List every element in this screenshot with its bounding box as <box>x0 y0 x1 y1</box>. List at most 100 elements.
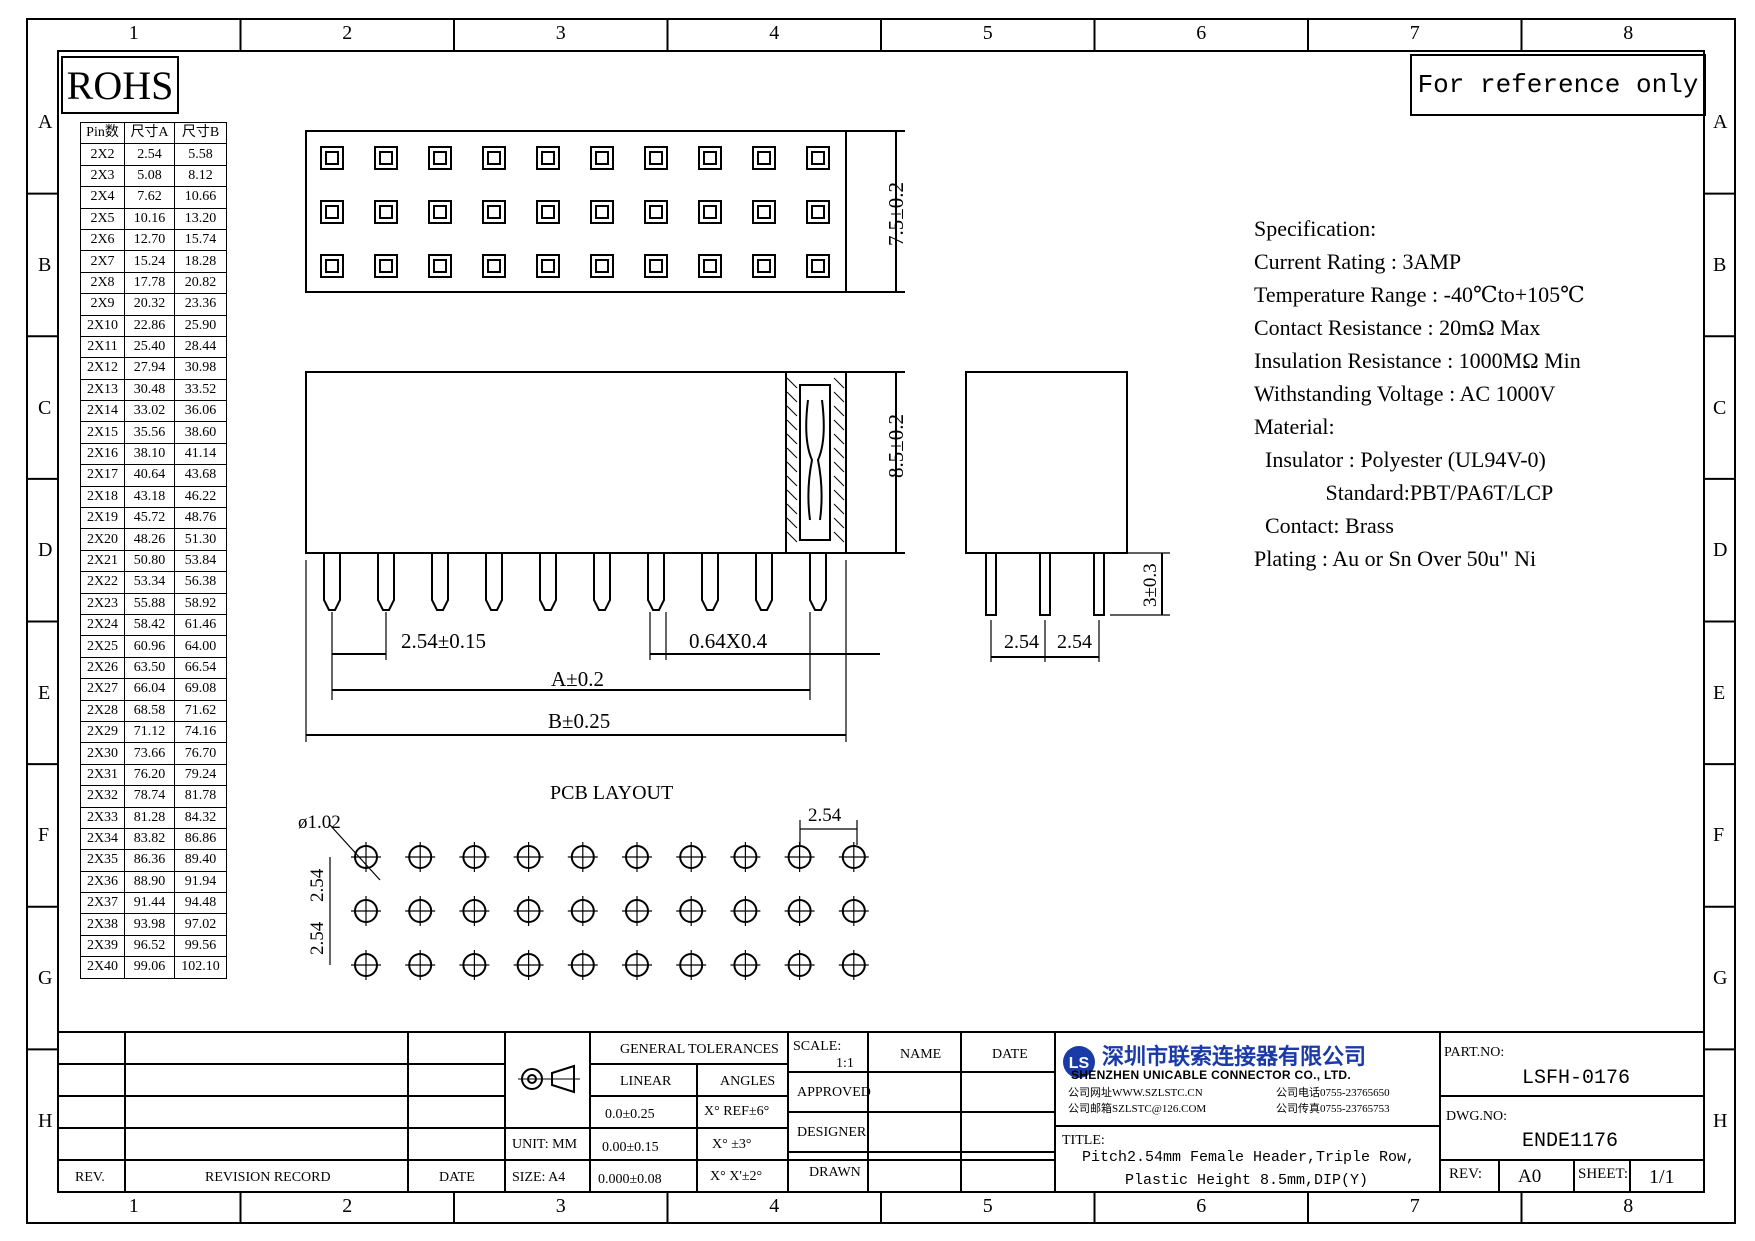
dim-a-value: 12.70 <box>124 228 175 252</box>
dim-b-value: 58.92 <box>174 592 227 615</box>
dim-b: B±0.25 <box>548 709 611 733</box>
contact-square-inner <box>433 151 447 165</box>
tb-angles: ANGLES <box>720 1074 776 1089</box>
spec-title: Specification: <box>1254 216 1377 241</box>
drawing-frame <box>26 18 1736 1224</box>
dim-b-value: 48.76 <box>174 507 227 530</box>
tb-unit: UNIT: MM <box>512 1137 578 1152</box>
dim-b-value: 33.52 <box>174 378 227 402</box>
dim-b-value: 51.30 <box>174 528 227 551</box>
grid-col-label-top: 1 <box>128 22 139 44</box>
grid-row-label-left: B <box>38 253 52 276</box>
contact-square-outer <box>752 146 776 170</box>
tb-size: SIZE: A4 <box>512 1170 566 1185</box>
contact-square-inner <box>379 259 393 273</box>
contact-square-outer <box>806 146 830 170</box>
side-view-outline <box>305 371 847 554</box>
spec-line: Plating : Au or Sn Over 50u" Ni <box>1254 546 1537 571</box>
grid-row-label-right: F <box>1713 824 1725 847</box>
end-pin <box>985 553 997 616</box>
contact-square-inner <box>811 259 825 273</box>
grid-col-label-top: 6 <box>1196 22 1207 44</box>
grid-col-label-top: 7 <box>1409 22 1420 44</box>
pin-tail <box>431 553 449 611</box>
hatch-line <box>833 475 845 487</box>
dim-a-value: 78.74 <box>124 785 175 808</box>
dim-b-value: 36.06 <box>174 400 227 423</box>
grid-row-label-left: C <box>38 396 52 419</box>
dim-a-value: 43.18 <box>124 485 175 509</box>
contact-square-outer <box>644 146 668 170</box>
dim-b-value: 81.78 <box>174 785 227 808</box>
dim-b-value: 46.22 <box>174 485 227 509</box>
pin-count: 2X39 <box>80 934 125 958</box>
tb-title-line1: Pitch2.54mm Female Header,Triple Row, <box>1082 1149 1416 1166</box>
contact-square-outer <box>698 200 722 224</box>
pin-count: 2X8 <box>80 271 125 295</box>
tb-approved: APPROVED <box>797 1085 871 1100</box>
dim-a-value: 38.10 <box>124 442 175 466</box>
dim-b-value: 89.40 <box>174 849 227 872</box>
grid-col-label-top: 3 <box>555 22 566 44</box>
grid-col-label-bottom: 1 <box>128 1195 139 1217</box>
contact-square-outer <box>644 254 668 278</box>
contact-square-inner <box>541 259 555 273</box>
contact-square-inner <box>325 151 339 165</box>
grid-col-label-top: 5 <box>982 22 993 44</box>
dim-a-value: 48.26 <box>124 528 175 551</box>
contact-square-outer <box>428 200 452 224</box>
contact-square-inner <box>379 151 393 165</box>
pin-count: 2X10 <box>80 314 125 337</box>
dim-b-value: 18.28 <box>174 250 227 273</box>
hatch-line <box>833 531 845 543</box>
contact-square-inner <box>541 151 555 165</box>
hatch-line <box>833 377 845 389</box>
hatch-line <box>833 461 845 473</box>
pin-tail <box>539 553 557 611</box>
dim-b-value: 61.46 <box>174 613 227 637</box>
dim-a-value: 88.90 <box>124 870 175 894</box>
hatch-line <box>786 503 798 515</box>
pin-count: 2X2 <box>80 143 125 166</box>
tb-revision-record: REVISION RECORD <box>205 1170 331 1185</box>
dim-a-value: 76.20 <box>124 763 175 787</box>
hatch-line <box>833 405 845 417</box>
tb-rev-label: REV. <box>75 1170 105 1185</box>
hatch-line <box>786 475 798 487</box>
hatch-line <box>786 391 798 403</box>
dim-b-value: 76.70 <box>174 742 227 765</box>
hatch-line <box>786 405 798 417</box>
contact-square-outer <box>374 146 398 170</box>
tb-tol-lin-2: 0.00±0.15 <box>602 1140 659 1155</box>
contact-square-inner <box>541 205 555 219</box>
dim-b-value: 25.90 <box>174 314 227 337</box>
spec-line: Temperature Range : -40℃to+105℃ <box>1254 282 1585 307</box>
tb-sheet-value: 1/1 <box>1649 1166 1675 1188</box>
pin-count: 2X13 <box>80 378 125 402</box>
dim-pitch: 2.54±0.15 <box>401 629 487 653</box>
hatch-line <box>786 433 798 445</box>
dim-a-value: 66.04 <box>124 678 175 701</box>
dim-a-value: 50.80 <box>124 549 175 573</box>
dim-b-value: 94.48 <box>174 892 227 915</box>
pin-tail <box>485 553 503 611</box>
dim-a-value: 30.48 <box>124 378 175 402</box>
title-block-lines <box>58 1031 1704 1192</box>
grid-col-label-bottom: 2 <box>342 1195 353 1217</box>
pin-header-a: 尺寸A <box>124 121 175 145</box>
grid-col-label-bottom: 3 <box>555 1195 566 1217</box>
hatch-line <box>786 377 798 389</box>
grid-row-label-right: B <box>1713 253 1727 276</box>
grid-col-label-top: 4 <box>769 22 780 44</box>
dim-b-value: 41.14 <box>174 442 227 466</box>
tb-part-no: LSFH-0176 <box>1522 1067 1631 1090</box>
